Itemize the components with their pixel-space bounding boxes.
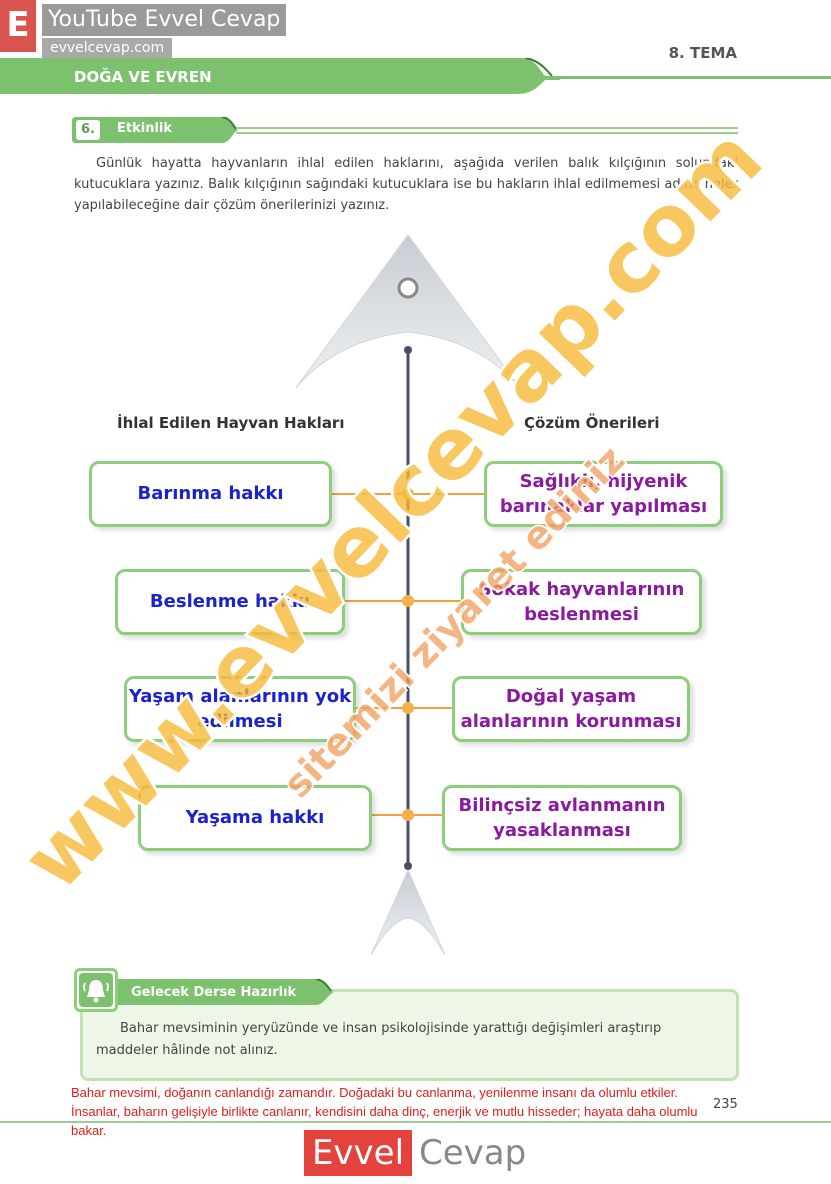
fish-head: [295, 234, 521, 389]
bell-icon: [74, 968, 118, 1012]
footer-logo-cevap: Cevap: [419, 1133, 527, 1173]
activity-label: Etkinlik: [117, 121, 173, 136]
preparation-label: Gelecek Derse Hazırlık: [131, 985, 297, 1000]
unit-title: DOĞA VE EVREN: [74, 68, 212, 86]
answer-text: Bahar mevsimi, doğanın canlandığı zamand…: [71, 1085, 698, 1138]
activity-rule: [236, 127, 738, 129]
spine-bottom-dot: [404, 862, 412, 870]
solution-box: Doğal yaşam alanlarının korunması: [452, 676, 690, 742]
bone-connector: [332, 488, 484, 500]
activity-instructions: Günlük hayatta hayvanların ihlal edilen …: [74, 156, 738, 213]
theme-label: 8. TEMA: [668, 44, 737, 62]
activity-band: [72, 117, 238, 143]
solution-box: Bilinçsiz avlanmanın yasaklanması: [442, 785, 682, 851]
footer-logo-evvel: Evvel: [304, 1130, 412, 1176]
violated-right-box: Beslenme hakkı: [115, 569, 345, 635]
header-rule: [520, 76, 831, 79]
unit-title-band: [0, 58, 560, 94]
activity-number: 6.: [76, 120, 100, 140]
violated-right-box: Yaşam alanlarının yok edilmesi: [124, 676, 356, 742]
solution-box: Sokak hayvanlarının beslenmesi: [461, 569, 702, 635]
spine-top-dot: [404, 346, 412, 354]
left-column-heading: İhlal Edilen Hayvan Hakları: [117, 414, 345, 432]
bone-connector: [372, 809, 442, 821]
brand-channel-name: YouTube Evvel Cevap: [42, 4, 287, 36]
footer-rule: [0, 1121, 831, 1123]
fish-tail: [370, 868, 446, 956]
page-number: 235: [713, 1097, 738, 1112]
bone-connector: [356, 702, 452, 714]
brand-logo-letter: E: [0, 0, 36, 52]
violated-right-box: Barınma hakkı: [89, 461, 332, 527]
activity-rule: [236, 132, 738, 134]
preparation-text: Bahar mevsiminin yeryüzünde ve insan psi…: [96, 1021, 662, 1059]
solution-box: Sağlıklı, hijyenik barınaklar yapılması: [484, 461, 723, 527]
bone-connector: [345, 595, 461, 607]
violated-right-box: Yaşama hakkı: [138, 785, 372, 851]
right-column-heading: Çözüm Önerileri: [524, 414, 660, 432]
preparation-band: [118, 979, 334, 1005]
brand-site-url: evvelcevap.com: [42, 38, 173, 58]
